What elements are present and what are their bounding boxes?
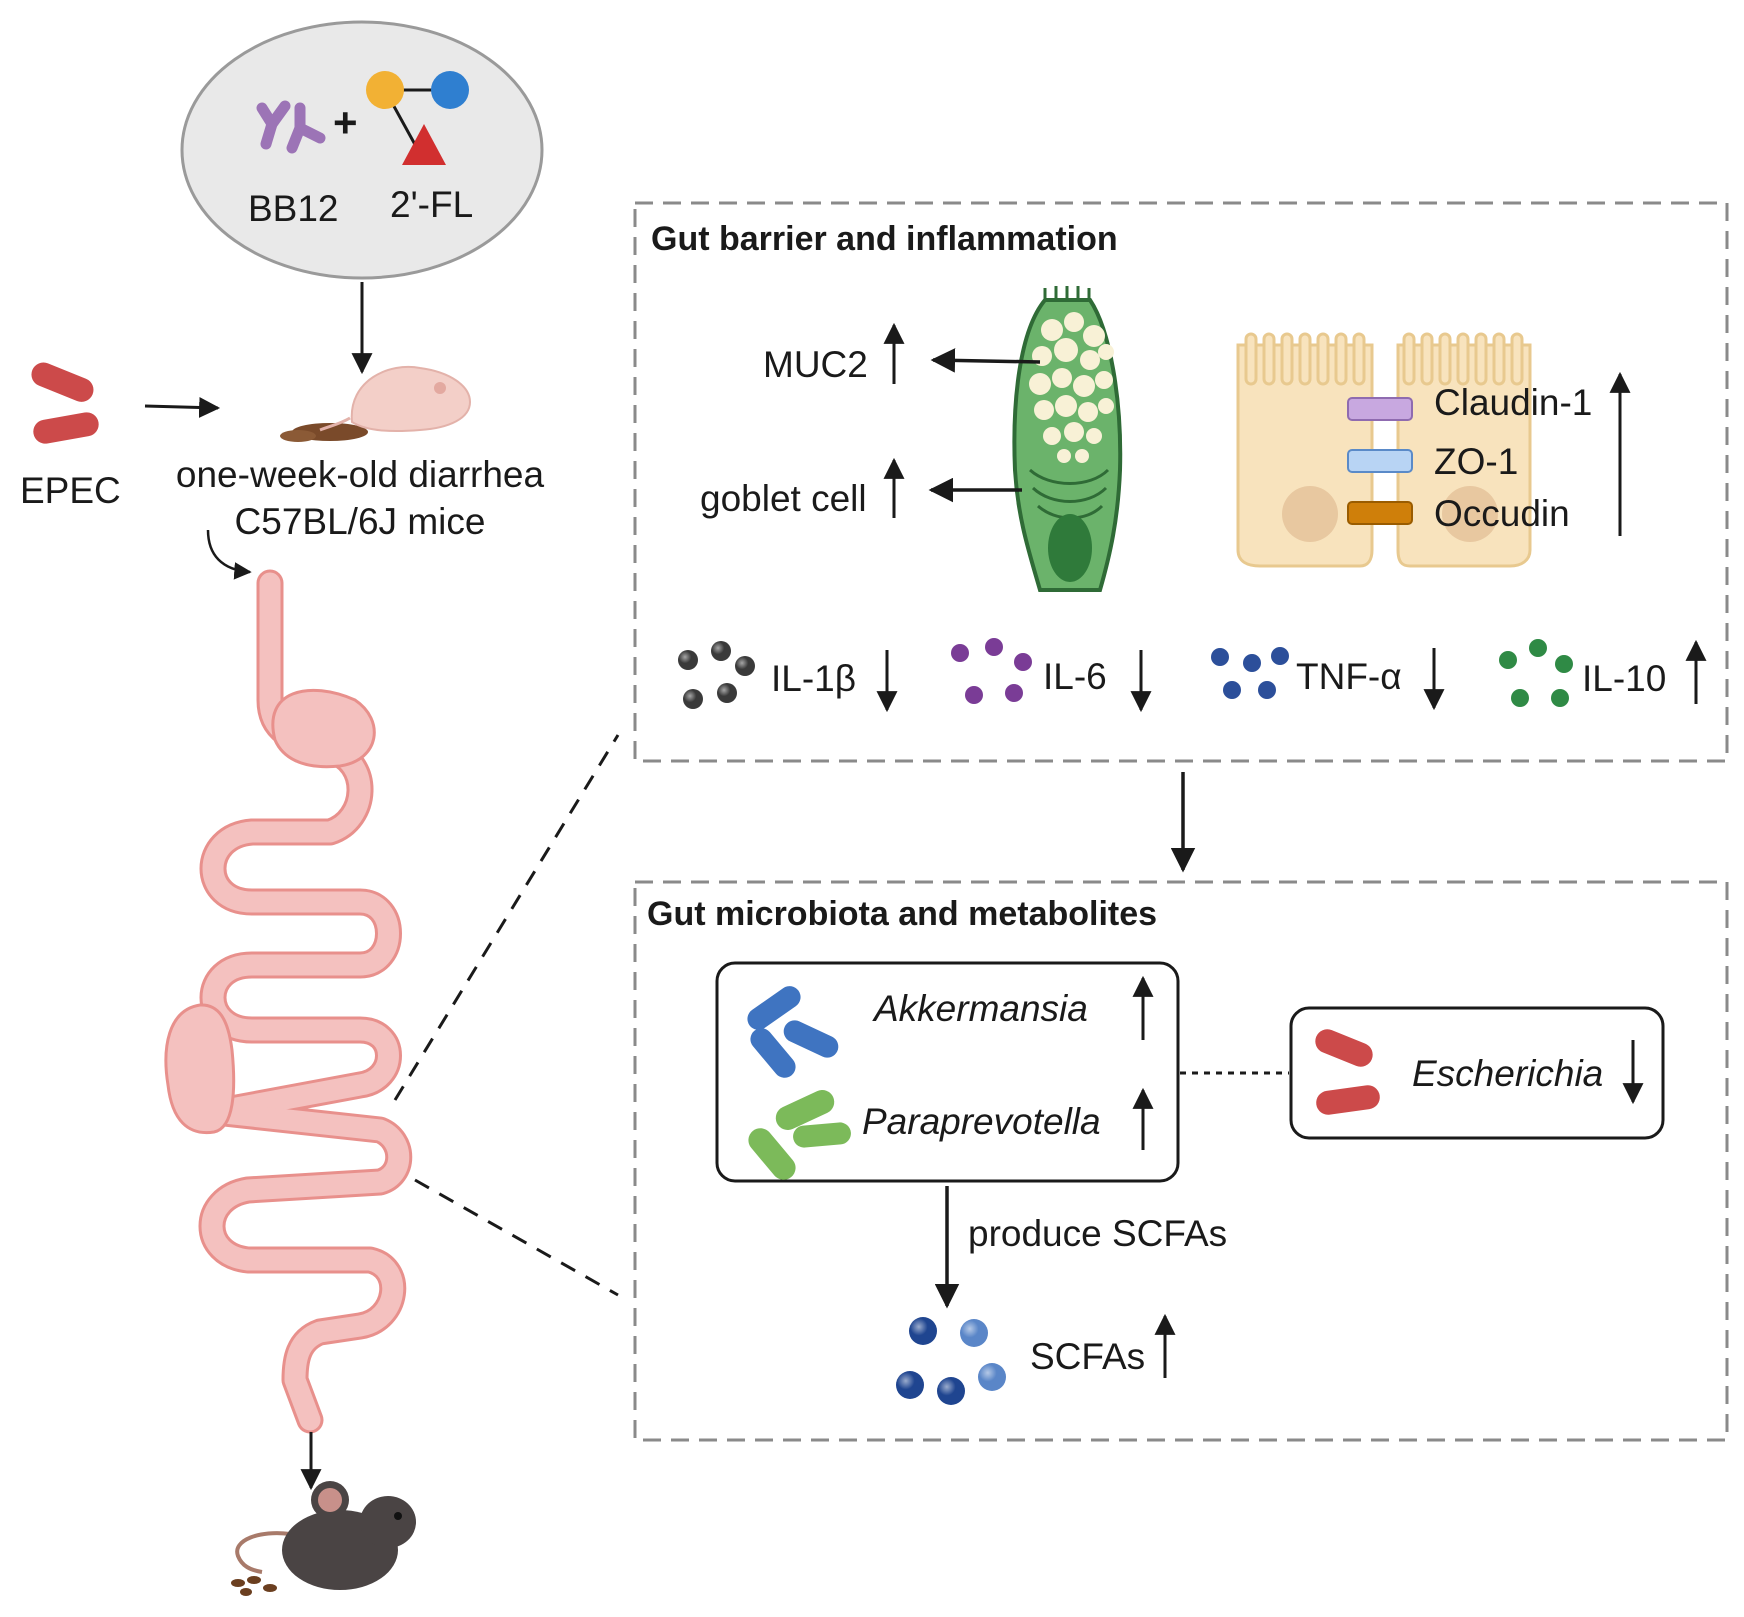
cytokine-beads [678,638,1573,709]
il6-label: IL-6 [1043,656,1107,697]
occudin-label: Occudin [1434,493,1570,534]
tnfa-label: TNF-α [1296,656,1402,697]
cytokine-direction-arrows [876,639,1707,713]
gut-barrier-panel-frame [633,201,1729,763]
microbiota-title: Gut microbiota and metabolites [647,895,1158,933]
rod-bacterium-icon [31,362,99,444]
tight-junction-markers [1347,397,1413,525]
mouse-pup-icon [280,365,472,442]
escherichia-label: Escherichia [1412,1053,1604,1094]
treatment-group [180,20,544,280]
paraprevotella-icon [748,1089,851,1180]
claudin-label: Claudin-1 [1434,382,1593,423]
mouse-model-line1: one-week-old diarrhea [175,454,545,495]
bifidobacterium-icon [256,100,326,154]
gut-barrier-title: Gut barrier and inflammation [651,220,1118,258]
goblet-cell-icon [1012,286,1123,592]
taxa-direction-arrows [1132,975,1644,1150]
mouse-model-line2: C57BL/6J mice [234,501,486,542]
plus-sign: + [333,99,358,146]
il1b-label: IL-1β [771,658,857,699]
akkermansia-icon [747,986,839,1078]
treatment-ellipse [180,20,544,280]
zoom-line-upper [393,734,620,1101]
scfa-beads [896,1317,1006,1405]
bb12-label: BB12 [248,188,339,229]
curved-arrow [206,529,252,580]
goblet-cell-label: goblet cell [700,478,867,519]
scfas-label: SCFAs [1030,1336,1146,1377]
epithelial-cells-icon [1236,332,1532,568]
2fl-label: 2'-FL [390,184,474,225]
paraprevotella-label: Paraprevotella [862,1101,1101,1142]
epec-label: EPEC [20,470,121,511]
zoom-line-lower [414,1178,619,1297]
intestine-icon [164,569,413,1434]
akkermansia-label: Akkermansia [874,988,1088,1029]
infection-arrow [144,396,221,418]
microbiota-panel-frame [633,880,1729,1442]
muc2-label: MUC2 [763,344,868,385]
decreased-taxa-box [1289,1006,1665,1140]
produce-scfas-label: produce SCFAs [968,1213,1228,1254]
fucosyllactose-icon [366,71,469,165]
muc2-arrow [930,348,1041,373]
adult-mouse-icon [231,1481,416,1596]
il10-label: IL-10 [1582,658,1667,699]
escherichia-icon [1315,1029,1380,1115]
zo1-label: ZO-1 [1434,441,1519,482]
